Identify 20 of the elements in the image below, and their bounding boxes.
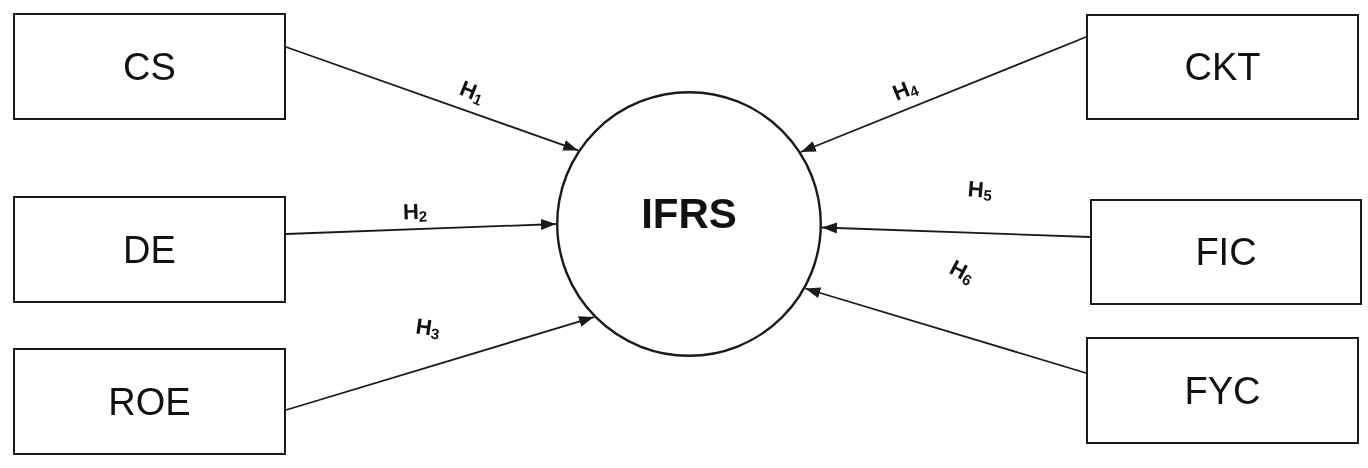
variable-label: DE	[123, 230, 176, 269]
variable-label: ROE	[108, 382, 191, 421]
arrow	[285, 219, 557, 235]
variable-box	[13, 348, 286, 455]
arrow	[799, 36, 1087, 153]
variable-label: CS	[123, 47, 176, 86]
construct-circle	[556, 91, 822, 357]
arrow	[285, 316, 595, 411]
variable-box	[13, 196, 286, 303]
construct-label: IFRS	[641, 193, 737, 235]
arrow	[821, 222, 1091, 238]
variable-box	[13, 13, 286, 120]
variable-box	[1090, 199, 1362, 305]
variable-label: FYC	[1184, 371, 1261, 410]
arrow	[285, 46, 580, 152]
arrow	[804, 287, 1087, 374]
variable-box	[1086, 14, 1359, 120]
variable-box	[1086, 337, 1359, 444]
variable-label: CKT	[1184, 48, 1261, 86]
variable-label: FIC	[1195, 233, 1257, 271]
